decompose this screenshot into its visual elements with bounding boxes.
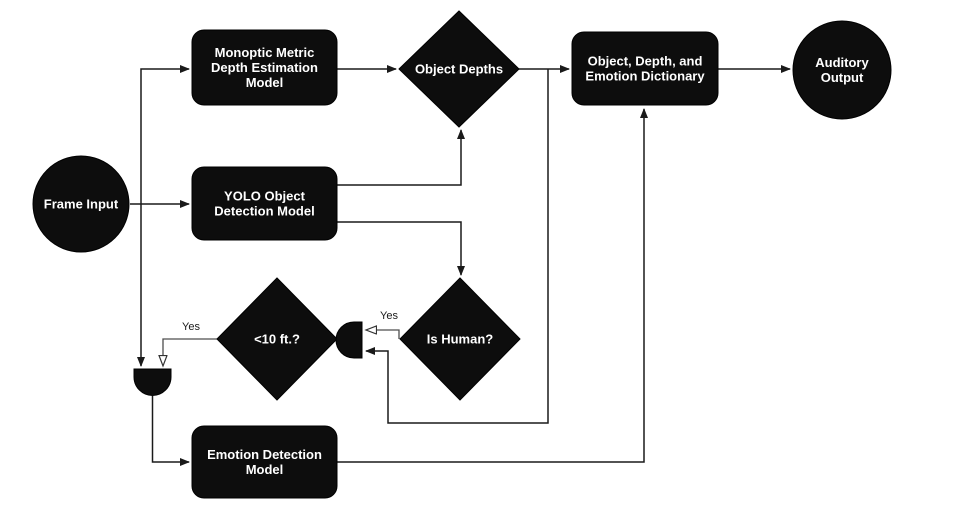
yolo-line-1: YOLO Object [224, 189, 306, 204]
object-depths-label: Object Depths [415, 62, 503, 77]
edge-ishuman-yes [367, 330, 400, 339]
lt10ft-decision: <10 ft.? [216, 277, 338, 401]
dictionary-line-2: Emotion Dictionary [585, 69, 705, 84]
monoptic-model-box [191, 29, 338, 106]
emotion-model-node: Emotion Detection Model [191, 425, 338, 499]
monoptic-line-1: Monoptic Metric [215, 45, 315, 60]
is-human-diamond [399, 277, 521, 401]
monoptic-model-node: Monoptic Metric Depth Estimation Model [191, 29, 338, 106]
is-human-label: Is Human? [427, 332, 494, 347]
object-depths-diamond [398, 10, 520, 128]
emotion-line-1: Emotion Detection [207, 447, 322, 462]
auditory-output-circle [792, 20, 892, 120]
frame-input-node: Frame Input [32, 155, 130, 253]
auditory-output-node: Auditory Output [792, 20, 892, 120]
object-depths-decision: Object Depths [398, 10, 520, 128]
edge-emotion-to-dictionary [337, 108, 648, 463]
dictionary-box [571, 31, 719, 106]
yes-label-ishuman: Yes [380, 310, 398, 322]
monoptic-line-2: Depth Estimation [211, 60, 318, 75]
edge-depths-to-and-right [365, 69, 549, 424]
frame-input-circle [32, 155, 130, 253]
yolo-model-node: YOLO Object Detection Model [191, 166, 338, 241]
edge-lt10ft-yes [163, 338, 217, 365]
yolo-model-box [191, 166, 338, 241]
and-junction-right-gate [335, 321, 363, 359]
auditory-line-1: Auditory [815, 55, 869, 70]
emotion-model-box [191, 425, 338, 499]
lt10ft-label: <10 ft.? [254, 332, 300, 347]
emotion-line-2: Model [246, 462, 284, 477]
is-human-decision: Is Human? [399, 277, 521, 401]
monoptic-line-3: Model [246, 75, 284, 90]
edge-yolo-to-ishuman [337, 221, 465, 276]
edge-yolo-to-depths [337, 129, 465, 186]
yolo-line-2: Detection Model [214, 204, 314, 219]
edge-and-left-to-emotion [151, 396, 190, 466]
dictionary-line-1: Object, Depth, and [588, 54, 703, 69]
auditory-line-2: Output [821, 70, 864, 85]
dictionary-node: Object, Depth, and Emotion Dictionary [571, 31, 719, 106]
yes-label-lt10ft: Yes [182, 321, 200, 333]
frame-input-label: Frame Input [44, 197, 119, 212]
edge-frame-to-monoptic [140, 65, 190, 204]
and-junction-left-gate [133, 368, 172, 396]
